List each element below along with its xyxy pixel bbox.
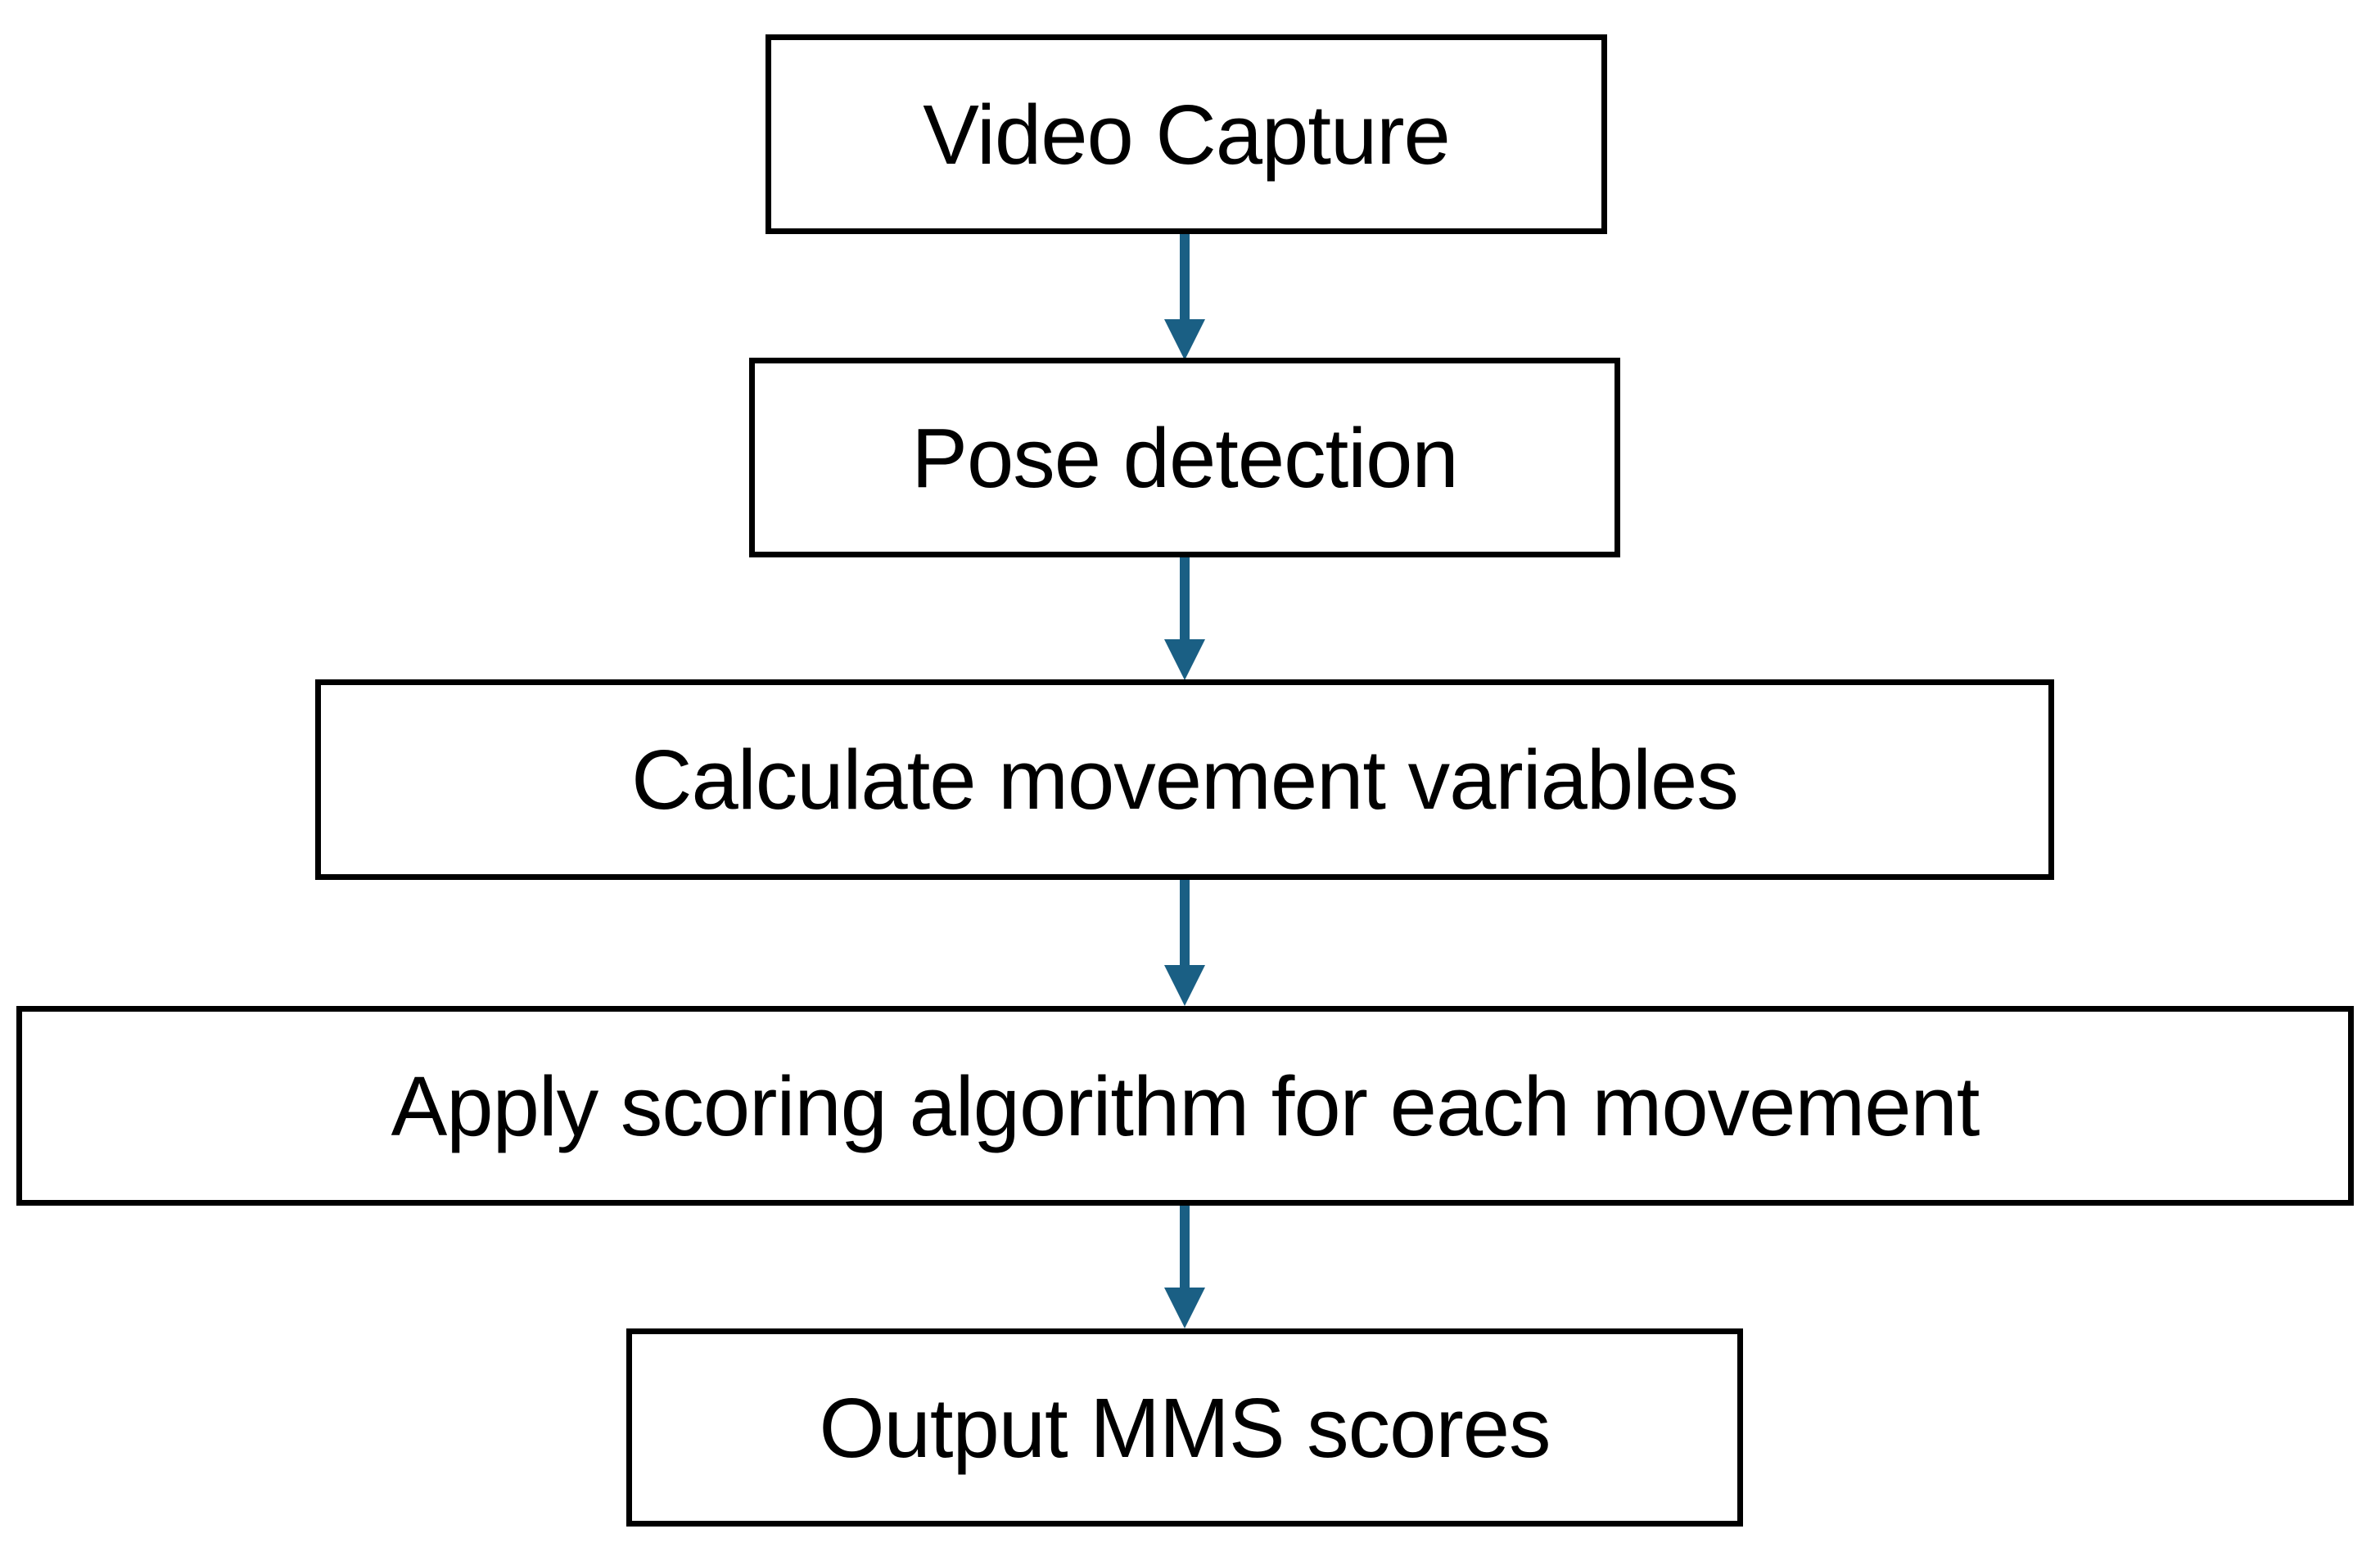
arrowhead-down-icon xyxy=(1164,639,1205,680)
arrow-shaft xyxy=(1180,880,1190,965)
flowchart-node-video-capture[interactable]: Video Capture xyxy=(765,34,1607,234)
node-label: Calculate movement variables xyxy=(631,733,1739,827)
arrowhead-down-icon xyxy=(1164,319,1205,360)
flowchart-node-calculate-movement-variables[interactable]: Calculate movement variables xyxy=(315,679,2054,880)
flowchart-node-output-mms-scores[interactable]: Output MMS scores xyxy=(626,1328,1743,1527)
node-label: Pose detection xyxy=(911,410,1458,505)
flowchart-node-apply-scoring-algorithm[interactable]: Apply scoring algorithm for each movemen… xyxy=(16,1006,2354,1206)
node-label: Apply scoring algorithm for each movemen… xyxy=(391,1058,1980,1153)
arrow-shaft xyxy=(1180,1206,1190,1288)
node-label: Video Capture xyxy=(923,87,1451,182)
arrow-shaft xyxy=(1180,557,1190,639)
flowchart-node-pose-detection[interactable]: Pose detection xyxy=(749,358,1620,557)
arrowhead-down-icon xyxy=(1164,965,1205,1006)
node-label: Output MMS scores xyxy=(819,1380,1551,1475)
arrow-shaft xyxy=(1180,234,1190,319)
arrowhead-down-icon xyxy=(1164,1288,1205,1328)
